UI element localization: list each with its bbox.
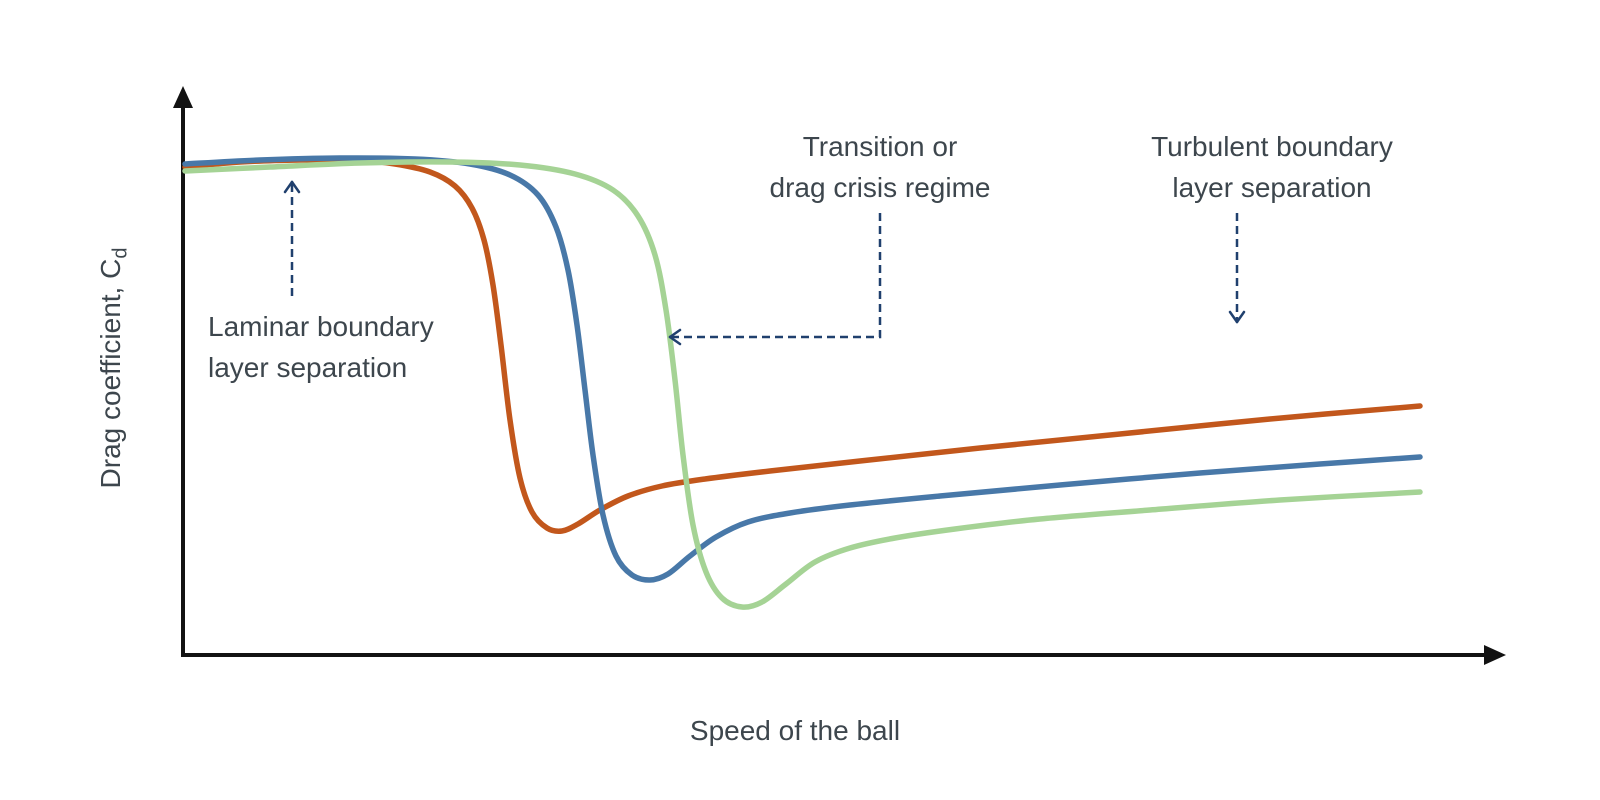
y-axis-label: Drag coefficient, Cd [90,248,136,489]
annotation-line: Laminar boundary [208,311,434,342]
arrowhead-turbulent [1228,310,1239,324]
x-axis-label: Speed of the ball [689,715,901,746]
arrowhead-turbulent [1235,310,1246,324]
annotation-turbulent: Turbulent boundary layer separation [1117,126,1427,209]
annotation-line: layer separation [208,352,408,384]
y-axis-arrowhead [173,86,193,108]
arrowhead-transition [668,328,682,339]
curve-blue [182,155,1423,583]
x-axis-arrowhead [1484,645,1506,665]
arrow-transition [670,213,882,339]
arrowhead-transition [668,335,682,346]
y-axis-label-text: Drag coefficient, C [94,258,126,489]
annotation-transition: Transition or drag crisis regime [740,126,1020,209]
arrowhead-laminar [290,180,301,194]
curve-green [182,159,1423,610]
annotation-line: drag crisis regime [769,172,991,204]
curve-orange [182,156,1423,535]
y-axis-label-subscript: d [109,247,132,259]
annotation-laminar: Laminar boundary layer separation [208,306,518,389]
annotation-line: layer separation [1172,172,1372,204]
annotation-line: Turbulent boundary [1151,131,1393,162]
annotation-line: Transition or [802,131,958,162]
arrowhead-laminar [283,180,294,194]
